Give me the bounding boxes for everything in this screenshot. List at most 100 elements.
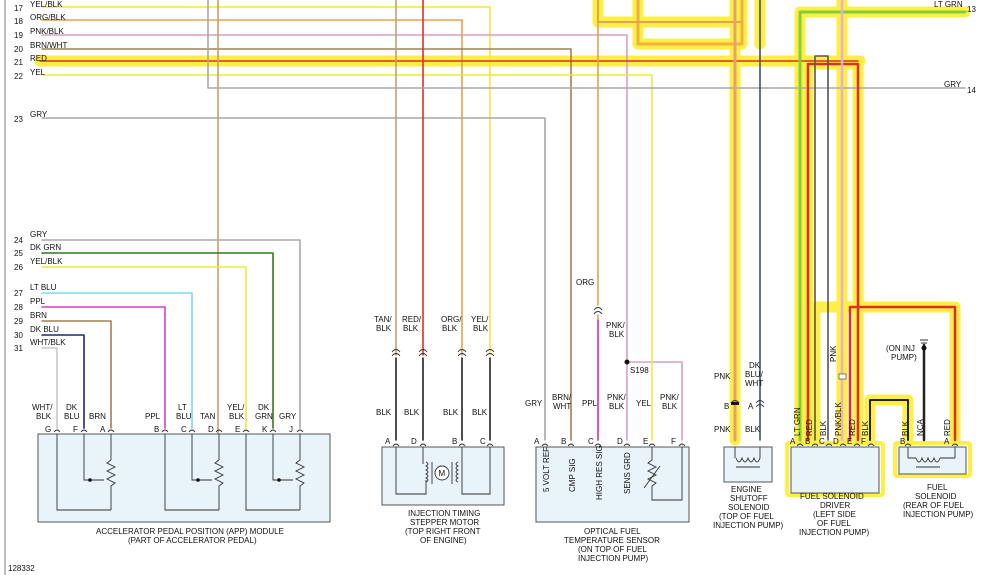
shutoff-name-1: ENGINE: [731, 485, 762, 494]
app-label-wht-blk: WHT/BLK: [32, 403, 53, 421]
app-pin-f: F: [73, 425, 78, 434]
fuel-temp-name-1: OPTICAL FUEL: [584, 527, 641, 536]
driver-label-pnk-blk: PNK/BLK: [834, 402, 843, 436]
stepper-upper-tan-blk: TAN/BLK: [374, 315, 392, 333]
signal-5v-ref: 5 VOLT REF: [542, 447, 551, 492]
wire-label-26: YEL/BLK: [30, 257, 63, 266]
shutoff-name-2: SHUTOFF: [730, 494, 768, 503]
stepper-upper-red-blk: RED/BLK: [402, 315, 422, 333]
shutoff-name-5: INJECTION PUMP): [713, 521, 784, 530]
app-wire-bundle: [41, 239, 301, 429]
stepper-pin-b: B: [452, 437, 457, 446]
fuel-temp-sensor: ORG PNK/BLK S198 GRY BRN/WHT PPL PNK/BLK…: [525, 278, 690, 563]
solenoid-pin-a: A: [944, 437, 950, 446]
signal-cmp-sig: CMP SIG: [568, 458, 577, 492]
top-wire-labels: 17 YEL/BLK 18 ORG/BLK 19 PNK/BLK 20 BRN/…: [14, 0, 67, 124]
shutoff-name-3: SOLENOID: [728, 503, 770, 512]
wire-label-13: LT GRN: [934, 0, 963, 9]
signal-high-res: HIGH RES SIG: [595, 445, 604, 500]
wire-label-29: BRN: [30, 311, 47, 320]
driver-label-lt-grn: LT GRN: [793, 407, 802, 436]
app-module-name: ACCELERATOR PEDAL POSITION (APP) MODULE: [96, 527, 284, 536]
shutoff-lower-blk: BLK: [745, 425, 761, 434]
driver-name-5: INJECTION PUMP): [799, 528, 870, 537]
app-label-yel-blk: YEL/BLK: [227, 403, 245, 421]
diagram-id: 128332: [8, 564, 35, 573]
wire-num-25: 25: [14, 249, 23, 258]
wire-label-27: LT BLU: [30, 283, 57, 292]
fuel-temp-name-3: (ON TOP OF FUEL: [578, 545, 647, 554]
wire-num-19: 19: [14, 31, 23, 40]
app-pin-g: G: [45, 425, 51, 434]
wire-label-30: DK BLU: [30, 325, 59, 334]
driver-label-blk: BLK: [819, 420, 828, 436]
wire-num-26: 26: [14, 263, 23, 272]
driver-pnk-label: PNK: [829, 345, 838, 362]
shutoff-name-4: (TOP OF FUEL: [719, 512, 774, 521]
app-label-gry: GRY: [279, 412, 297, 421]
driver-label-blk-2: BLK: [861, 420, 870, 436]
app-pin-b: B: [154, 425, 159, 434]
solenoid-pin-b: B: [900, 437, 905, 446]
fuel-temp-name-2: TEMPERATURE SENSOR: [564, 536, 660, 545]
stepper-pin-c: C: [480, 437, 486, 446]
top-wire-bundle: [39, 0, 966, 441]
driver-name-1: FUEL SOLENOID: [800, 492, 864, 501]
solenoid-label-blk: BLK: [901, 420, 910, 436]
fuel-temp-pin-b: B: [561, 437, 566, 446]
fuel-temp-label-pnk-blk-f: PNK/BLK: [660, 393, 679, 411]
driver-name-4: OF FUEL: [817, 519, 851, 528]
stepper-lower-blk-d: BLK: [404, 408, 420, 417]
wire-label-20: BRN/WHT: [30, 41, 67, 50]
fuel-temp-pin-e: E: [643, 437, 648, 446]
wire-num-23: 23: [14, 115, 23, 124]
wire-num-13: 13: [967, 5, 976, 14]
wire-label-25: DK GRN: [30, 243, 61, 252]
fuel-temp-pin-f: F: [671, 437, 676, 446]
wire-num-14: 14: [967, 86, 976, 95]
fuel-temp-org-label: ORG: [576, 278, 594, 287]
wire-label-19: PNK/BLK: [30, 27, 64, 36]
wire-num-20: 20: [14, 45, 23, 54]
signal-sens-grd: SENS GRD: [623, 452, 632, 494]
stepper-lower-blk-c: BLK: [472, 408, 488, 417]
driver-pin-a: A: [790, 437, 796, 446]
wire-num-29: 29: [14, 317, 23, 326]
shutoff-pin-a: A: [748, 402, 754, 411]
driver-pin-d: D: [833, 437, 839, 446]
fuel-solenoid-driver: PNK LT GRN RED BLK PNK/BLK RED BLK A B C…: [790, 0, 957, 537]
right-wires: 13 LT GRN 14 GRY: [798, 0, 976, 442]
app-pin-d: D: [208, 425, 214, 434]
shutoff-pin-b: B: [724, 402, 729, 411]
stepper-name-2: STEPPER MOTOR: [410, 518, 479, 527]
app-module-desc: (PART OF ACCELERATOR PEDAL): [128, 536, 257, 545]
stepper-pin-d: D: [411, 437, 417, 446]
solenoid-label-nca: NCA: [916, 418, 925, 436]
driver-pin-e: E: [847, 437, 852, 446]
stepper-upper-org-blk: ORG/BLK: [441, 315, 462, 333]
stepper-name-1: INJECTION TIMING: [408, 509, 480, 518]
solenoid-name-3: (REAR OF FUEL: [903, 501, 964, 510]
driver-label-red: RED: [805, 419, 814, 436]
driver-pin-b: B: [805, 437, 810, 446]
wire-num-27: 27: [14, 289, 23, 298]
stepper-pin-a: A: [385, 437, 391, 446]
app-pin-j: J: [289, 425, 293, 434]
wire-num-28: 28: [14, 303, 23, 312]
solenoid-name-2: SOLENOID: [915, 492, 957, 501]
wire-num-17: 17: [14, 4, 23, 13]
stepper-lower-blk-a: BLK: [376, 408, 392, 417]
wire-num-22: 22: [14, 72, 23, 81]
app-label-tan: TAN: [200, 412, 216, 421]
solenoid-name-4: INJECTION PUMP): [903, 510, 974, 519]
fuel-temp-label-yel: YEL: [636, 399, 652, 408]
app-wire-labels: 24 GRY 25 DK GRN 26 YEL/BLK 27 LT BLU 28…: [14, 230, 66, 353]
wire-num-21: 21: [14, 58, 23, 67]
app-pin-a: A: [100, 425, 106, 434]
app-pin-k: K: [262, 425, 268, 434]
